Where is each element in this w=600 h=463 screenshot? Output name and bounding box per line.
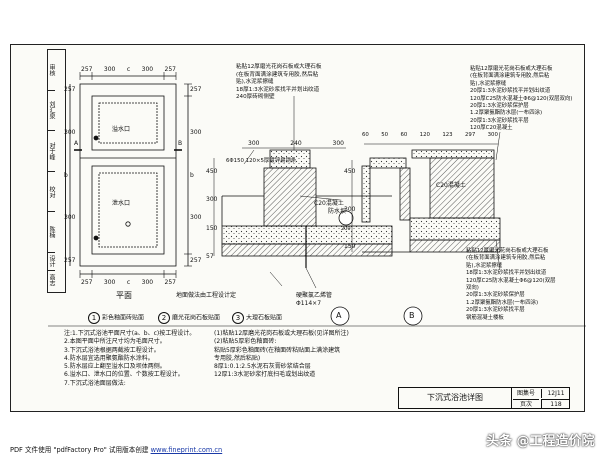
section-b-drawing bbox=[351, 131, 501, 271]
footer-text: PDF 文件使用 "pdfFactory Pro" 试用版本创建 bbox=[10, 446, 151, 454]
section-b-mark bbox=[403, 306, 423, 326]
section-a-pipe-label: 防水坝 bbox=[328, 208, 347, 215]
plan-section-a-tag: A bbox=[74, 140, 79, 147]
footer-link[interactable]: www.fineprint.com.cn bbox=[150, 446, 223, 454]
plan-label-drain: 泄水口 bbox=[112, 200, 131, 207]
legend-number: 2 bbox=[158, 312, 170, 324]
general-notes: 注:1.下沉式浴池平面尺寸(a、b、c)按工程设计。 2.本图平面中所注尺寸均为… bbox=[64, 330, 196, 387]
plan-section-b-tag: B bbox=[178, 140, 183, 147]
section-a-mark-label: A bbox=[336, 311, 342, 320]
plan-dim-bottom: 257 300 c 300 257 bbox=[81, 279, 176, 286]
section-a-concrete: C20混凝土 bbox=[314, 200, 344, 207]
legend-label: 大理石板贴面 bbox=[246, 314, 283, 322]
legend-label: 磨光花岗石板贴面 bbox=[172, 314, 221, 322]
section-a-floor-note: 地面做法由工程设计定 bbox=[176, 292, 237, 299]
section-b-concrete: C20混凝土 bbox=[436, 182, 466, 189]
plan-title: 平面 bbox=[116, 291, 132, 300]
set-number-label: 图集号 bbox=[516, 390, 535, 397]
section-a-pipe-size: 200 bbox=[341, 226, 351, 232]
side-label: 设计 bbox=[48, 253, 55, 271]
pdf-footer: PDF 文件使用 "pdfFactory Pro" 试用版本创建 www.fin… bbox=[10, 446, 222, 454]
section-b-callout-top: 粘贴12厚磨光花岗石板或大理石板 (在板背面满涂建筑专用胶,然后粘 贴),水泥浆… bbox=[470, 66, 573, 132]
page-label: 页次 bbox=[513, 399, 539, 409]
plan-dim-top: 257 300 c 300 257 bbox=[81, 66, 176, 73]
finish-notes: (1)粘贴12厚磨光花岗石板或大理石板(见详图所注) (2)粘贴5厚彩色釉面砖:… bbox=[214, 330, 349, 379]
section-a-pipe-dim: Φ114×7 bbox=[296, 300, 322, 307]
approval-column: 审核 刘汇泉 对于峰 校对 陈楠 设计 高志 bbox=[47, 49, 66, 293]
plan-dim-left: 257 300 b 300 257 bbox=[64, 86, 76, 264]
legend-number: 3 bbox=[232, 312, 244, 324]
section-b-dims-left: 450 300 150 bbox=[344, 168, 356, 250]
side-label: 刘汇泉 bbox=[48, 91, 55, 132]
drawing-title: 下沉式浴池详图 bbox=[399, 388, 512, 408]
section-a-dims-left: 450 300 150 57 bbox=[206, 168, 218, 260]
plan-view bbox=[69, 72, 192, 278]
plan-label-overflow: 溢水口 bbox=[112, 126, 131, 133]
title-block: 下沉式浴池详图 图集号 12J11 页次 118 bbox=[398, 387, 570, 409]
side-label: 校对 bbox=[48, 172, 55, 213]
section-a-dim-note: 6Φ150 120×5厚镀锌扁钢条 bbox=[226, 158, 297, 164]
side-label: 审核 bbox=[48, 50, 55, 91]
section-a-drawing bbox=[213, 96, 393, 289]
section-a-mark bbox=[330, 306, 350, 326]
page-value: 118 bbox=[541, 399, 570, 409]
side-label: 高志 bbox=[48, 273, 55, 286]
side-label: 对于峰 bbox=[48, 131, 55, 172]
section-a-callout: 粘贴12厚磨光花岗石板或大理石板 (在板背面满涂建筑专用胶,然后粘 贴),水泥浆… bbox=[236, 64, 322, 101]
section-b-dims-top: 60 50 60 120 123 297 300 bbox=[362, 132, 498, 138]
section-b-callout-bottom: 粘贴12厚磨光花岗石板或大理石板 (在板背面满涂建筑专用胶,然后粘 贴),水泥浆… bbox=[466, 248, 556, 321]
legend-number: 1 bbox=[88, 312, 100, 324]
side-label: 陈楠 bbox=[48, 212, 55, 253]
legend-label: 彩色釉面砖贴面 bbox=[102, 314, 145, 322]
plan-dim-right: 257 300 b 300 257 bbox=[190, 86, 202, 264]
section-b-mark-label: B bbox=[409, 311, 415, 320]
section-a-dims-top: 300 240 300 bbox=[248, 140, 344, 147]
watermark: 头条 @工程造价院 bbox=[486, 434, 595, 449]
section-a-pipe-material: 硬聚氯乙烯管 bbox=[296, 292, 333, 299]
set-number-value: 12J11 bbox=[541, 389, 570, 398]
